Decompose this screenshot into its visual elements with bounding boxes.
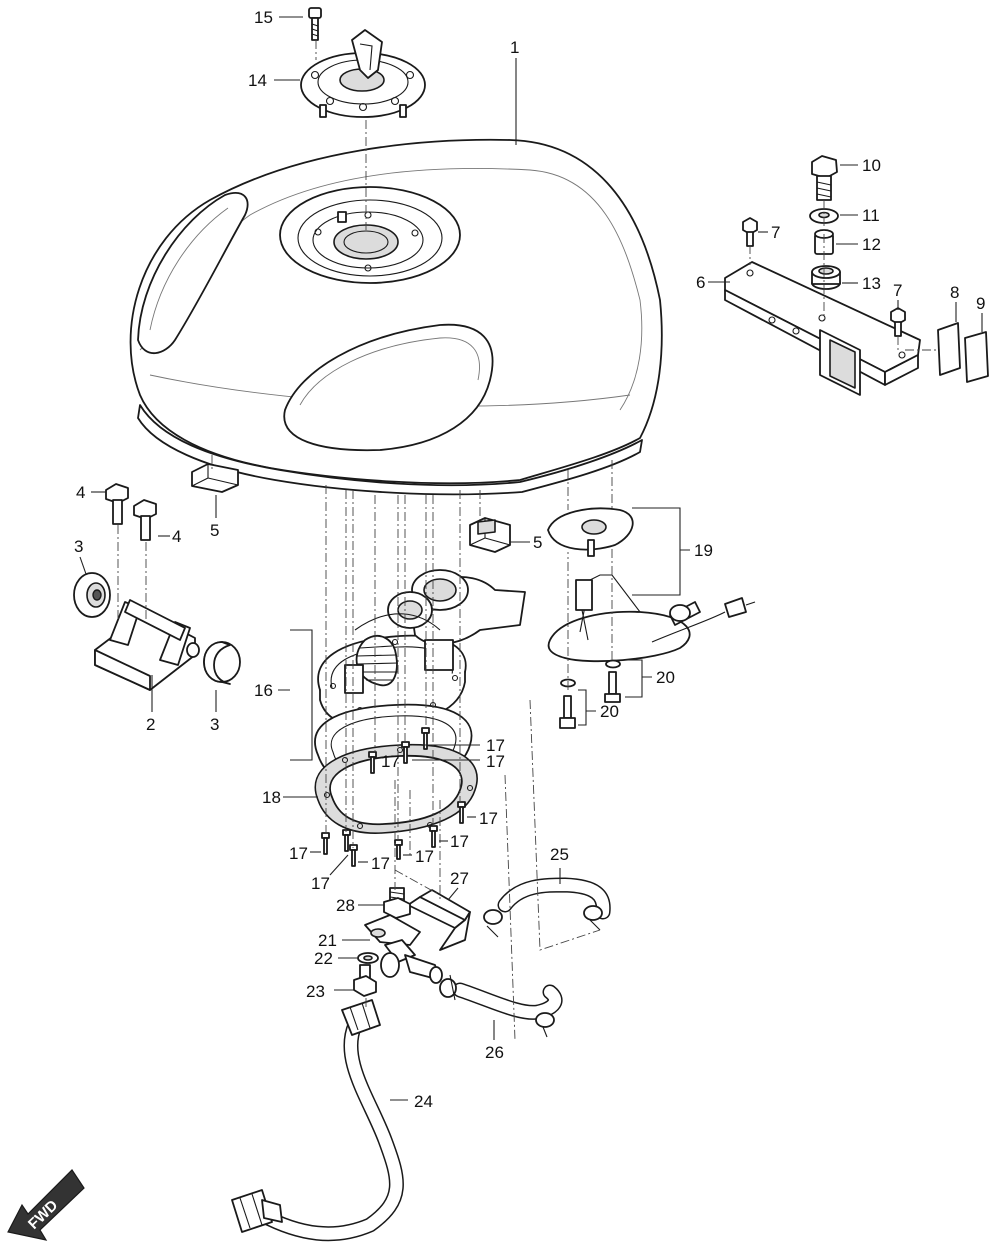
bolt-4-rear: [133, 499, 157, 541]
retainer-ring-18: [314, 743, 478, 834]
clip-5-right: [469, 517, 511, 553]
label-19: 19: [694, 541, 713, 560]
label-27: 27: [450, 869, 469, 888]
label-17-d: 17: [479, 809, 498, 828]
pad-8: [937, 322, 961, 376]
cap-screw: [308, 7, 322, 41]
label-17-b: 17: [381, 752, 400, 771]
fuel-cap: [300, 29, 426, 118]
cradle-bracket-2: [94, 599, 200, 691]
label-23: 23: [306, 982, 325, 1001]
bracket-27: [407, 889, 471, 951]
mounting-bracket: [724, 261, 921, 396]
label-10: 10: [862, 156, 881, 175]
label-5-right: 5: [533, 533, 542, 552]
bolt-10: [811, 155, 838, 201]
pad-9: [964, 331, 989, 383]
washer-22: [357, 952, 379, 964]
forward-arrow-icon: FWD: [7, 1169, 85, 1241]
valve-21: [364, 914, 443, 984]
fuel-tank: [129, 138, 663, 496]
bolt-7-left: [742, 217, 758, 247]
label-7-left: 7: [771, 223, 780, 242]
label-22: 22: [314, 949, 333, 968]
label-17-e: 17: [450, 832, 469, 851]
label-14: 14: [248, 71, 267, 90]
label-17-g: 17: [371, 854, 390, 873]
label-3-right: 3: [210, 715, 219, 734]
label-21: 21: [318, 931, 337, 950]
label-26: 26: [485, 1043, 504, 1062]
label-18: 18: [262, 788, 281, 807]
bolt-23: [353, 964, 377, 997]
label-2: 2: [146, 715, 155, 734]
label-20-left: 20: [600, 702, 619, 721]
bolt-28: [383, 887, 411, 919]
bushing-3-right: [203, 641, 241, 685]
label-6: 6: [696, 273, 705, 292]
leader-lines: [79, 16, 983, 1101]
label-4-front: 4: [76, 483, 85, 502]
label-25: 25: [550, 845, 569, 864]
bushing-3-left: [73, 572, 111, 618]
label-17-i: 17: [311, 874, 330, 893]
fuel-sender-19: [547, 507, 756, 663]
label-24: 24: [414, 1092, 433, 1111]
label-17-h: 17: [289, 844, 308, 863]
label-15: 15: [254, 8, 273, 27]
label-17-c: 17: [486, 752, 505, 771]
label-28: 28: [336, 896, 355, 915]
label-7-right: 7: [893, 281, 902, 300]
label-9: 9: [976, 294, 985, 313]
label-11: 11: [862, 206, 880, 225]
breather-hose-25: [483, 877, 611, 938]
label-8: 8: [950, 283, 959, 302]
label-12: 12: [862, 235, 881, 254]
label-17-f: 17: [415, 847, 434, 866]
bolts-20: [559, 659, 621, 729]
grommet-13: [811, 265, 841, 290]
label-13: 13: [862, 274, 881, 293]
label-16: 16: [254, 681, 273, 700]
label-3-left: 3: [74, 537, 83, 556]
label-5-left: 5: [210, 521, 219, 540]
part-number-labels: 1 15 14 10 11 12 13 7 6 7 8 9 4 4 3 5 5 …: [74, 8, 985, 1111]
bolt-7-right: [890, 307, 906, 337]
label-1: 1: [510, 38, 519, 57]
label-4-rear: 4: [172, 527, 181, 546]
clip-5-left: [191, 463, 239, 493]
bolt-4-front: [105, 483, 129, 525]
screws-17: [321, 727, 466, 867]
alignment-lines: [117, 40, 940, 1041]
drain-hose-26: [439, 974, 563, 1038]
label-20-right: 20: [656, 668, 675, 687]
fuel-hose-24: [231, 999, 404, 1242]
fuel-pump-assembly: [317, 569, 526, 728]
label-17-a: 17: [486, 736, 505, 755]
